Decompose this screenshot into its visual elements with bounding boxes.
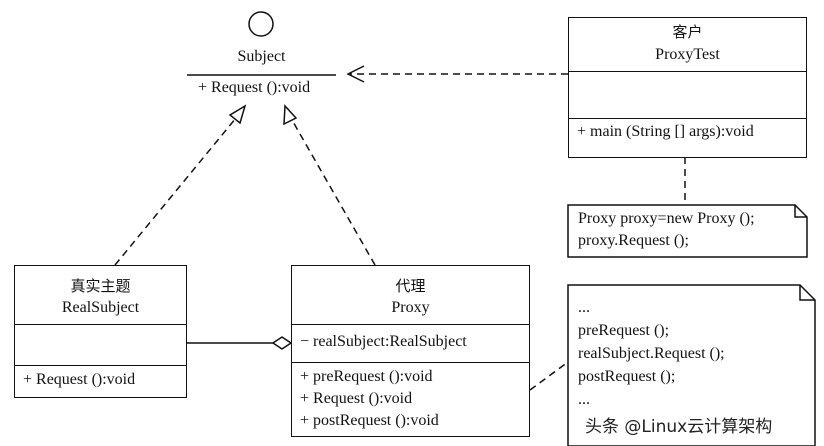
proxy-separator — [292, 362, 529, 363]
proxy-note-line: realSubject.Request (); — [578, 345, 725, 362]
client-title-cn: 客户 — [672, 23, 703, 41]
interface-circle-icon — [248, 11, 274, 37]
proxy-class: 代理 Proxy − realSubject:RealSubject + pre… — [291, 265, 530, 437]
subject-operation: + Request ():void — [198, 79, 311, 96]
client-note-line: proxy.Request (); — [578, 232, 689, 249]
proxy-title-cn: 代理 — [395, 277, 426, 295]
proxy-name: Proxy — [391, 299, 430, 316]
realsubject-title-cn: 真实主题 — [70, 277, 131, 295]
proxy-operation: + postRequest ():void — [300, 412, 439, 429]
client-operation: + main (String [] args):void — [577, 123, 754, 140]
client-separator — [569, 118, 806, 119]
realsubject-operation: + Request ():void — [23, 371, 136, 388]
realization-arrowhead-icon — [283, 104, 298, 126]
realsubject-class: 真实主题 RealSubject + Request ():void — [14, 265, 187, 398]
proxy-note-shape — [567, 284, 816, 446]
subject-name: Subject — [237, 48, 286, 65]
realization-arrowhead-icon — [228, 104, 247, 125]
client-note-line: Proxy proxy=new Proxy (); — [578, 210, 755, 227]
proxy-note-line: postRequest (); — [578, 368, 676, 385]
client-separator — [569, 71, 806, 72]
note-anchor-proxy — [529, 361, 569, 391]
client-class: 客户 ProxyTest + main (String [] args):voi… — [568, 17, 807, 158]
realsubject-separator — [15, 324, 186, 325]
proxy-note-line: ... — [578, 299, 590, 316]
proxy-operation: + preRequest ():void — [300, 368, 433, 385]
client-note-shape — [567, 204, 808, 258]
note-fold-icon — [794, 205, 807, 218]
realization-line-realsubject — [114, 117, 237, 266]
dependency-arrowhead-icon — [346, 65, 365, 83]
proxy-separator — [292, 324, 529, 325]
watermark: 头条 @Linux云计算架构 — [585, 417, 773, 437]
client-name: ProxyTest — [655, 46, 720, 63]
aggregation-diamond-icon — [271, 336, 293, 350]
realsubject-separator — [15, 365, 186, 366]
proxy-attribute: − realSubject:RealSubject — [300, 333, 467, 350]
realization-line-proxy — [291, 119, 376, 266]
realsubject-name: RealSubject — [61, 299, 140, 316]
proxy-note-line: preRequest (); — [578, 322, 670, 339]
proxy-note-line: ... — [578, 391, 590, 408]
proxy-operation: + Request ():void — [300, 390, 413, 407]
note-fold-icon — [799, 285, 815, 301]
